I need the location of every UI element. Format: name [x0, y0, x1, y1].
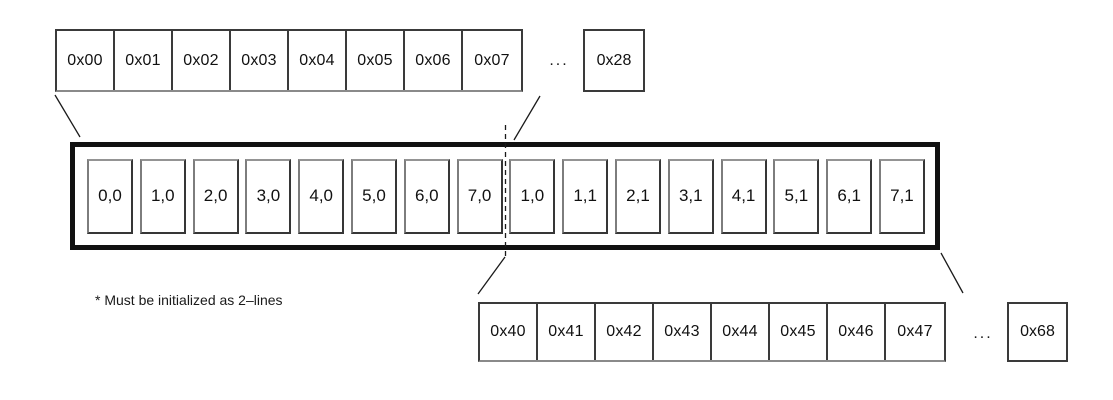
address-cell: 0x04 [289, 31, 347, 90]
address-cell: 0x44 [712, 304, 770, 360]
address-cell: 0x06 [405, 31, 463, 90]
buffer-cell: 7,1 [878, 158, 925, 234]
buffer-cell: 1,0 [139, 158, 186, 234]
buffer-cell: 1,0 [509, 158, 556, 234]
line1-ellipsis: ... [549, 52, 569, 69]
buffer-cell: 3,1 [667, 158, 714, 234]
buffer-cell: 4,1 [720, 158, 767, 234]
address-cell: 0x00 [57, 31, 115, 90]
address-cell: 0x40 [480, 304, 538, 360]
connector-line-top-left [54, 94, 81, 138]
buffer-cell: 4,0 [298, 158, 345, 234]
address-cell: 0x07 [474, 51, 510, 69]
line2-tail-address-cell: 0x68 [1007, 302, 1068, 362]
address-cell: 0x43 [654, 304, 712, 360]
address-cell: 0x45 [770, 304, 828, 360]
line1-tail-address-cell: 0x28 [583, 29, 645, 92]
address-cell: 0x47 [897, 323, 933, 340]
connector-line-bottom-right [940, 252, 964, 294]
address-cell: 0x05 [347, 31, 405, 90]
buffer-cell: 1,1 [562, 158, 609, 234]
footnote: * Must be initialized as 2–lines [95, 292, 283, 308]
buffer-cell: 0,0 [87, 158, 133, 234]
buffer-cell: 6,1 [826, 158, 873, 234]
address-cell: 0x46 [828, 304, 886, 360]
buffer-cell: 5,0 [350, 158, 397, 234]
buffer-cell: 2,1 [614, 158, 661, 234]
address-cell: 0x03 [231, 31, 289, 90]
buffer-cell: 6,0 [403, 158, 450, 234]
buffer-cell: 3,0 [245, 158, 292, 234]
address-cell: 0x41 [538, 304, 596, 360]
line2-ellipsis: ... [973, 325, 993, 342]
address-cell: 0x42 [596, 304, 654, 360]
buffer-cell: 2,0 [192, 158, 239, 234]
address-cell: 0x02 [173, 31, 231, 90]
connector-line-bottom-left [477, 256, 506, 295]
connector-line-top-right [513, 95, 541, 141]
address-cell: 0x01 [115, 31, 173, 90]
buffer-cell: 5,1 [773, 158, 820, 234]
buffer-cell: 7,0 [456, 158, 503, 234]
